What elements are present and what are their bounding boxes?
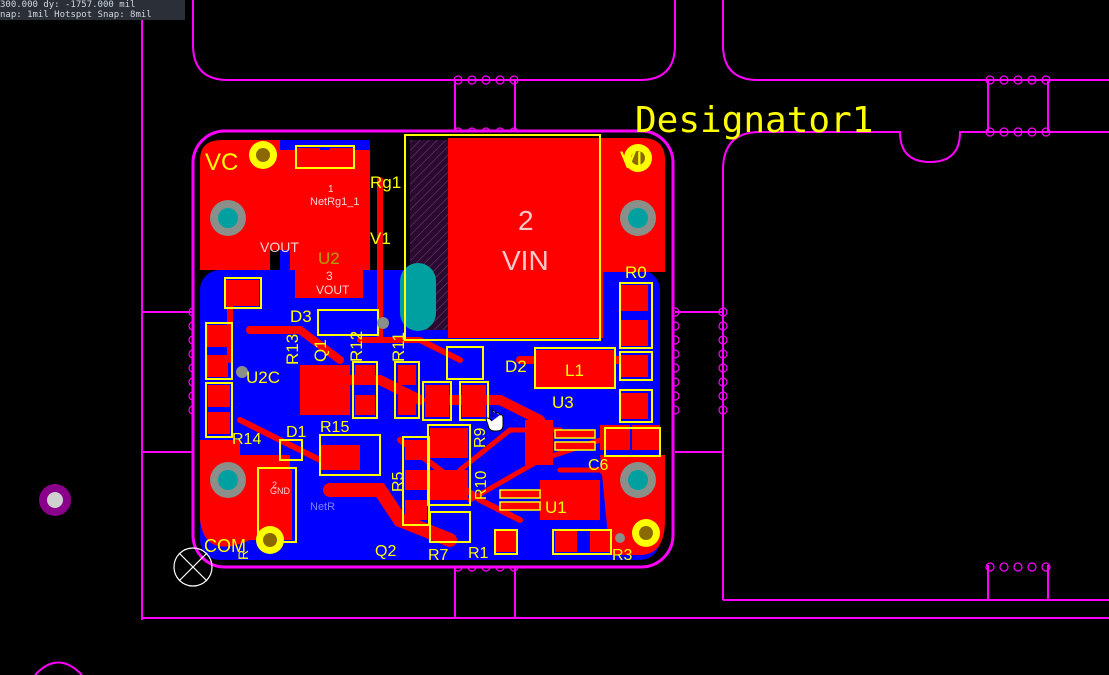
pad-u2-label: U2: [318, 249, 340, 268]
pad-net-vin: VIN: [502, 245, 549, 276]
label-r10: R10: [473, 471, 490, 500]
pad-netr: NetR: [310, 501, 335, 513]
label-r11: R11: [389, 332, 408, 362]
pad-u2-num: 3: [326, 269, 333, 283]
label-d1: D1: [286, 424, 307, 441]
label-r3: R3: [612, 547, 633, 564]
coordinate-hud: 300.000 dy: -1757.000 mil nap: 1mil Hots…: [0, 0, 185, 20]
label-com: COM: [204, 536, 246, 556]
hud-snap: nap: 1mil Hotspot Snap: 8mil: [0, 10, 152, 20]
label-r13: R13: [283, 334, 302, 365]
silkscreen-labels: Designator1 VC VI COM Rg1 V1 R0 D3 R13 Q…: [204, 100, 873, 564]
pad-netrg: NetRg1_1: [310, 196, 360, 208]
origin-marker-icon: [173, 547, 213, 587]
label-q2: Q2: [375, 543, 396, 560]
copper-pour-vin: [448, 138, 603, 338]
label-r7: R7: [428, 547, 449, 564]
label-u1: U1: [545, 498, 567, 517]
label-vc: VC: [205, 149, 238, 176]
label-r9: R9: [472, 427, 489, 448]
label-vi: VI: [620, 147, 643, 174]
label-u2c: U2C: [246, 368, 280, 387]
pad-gnd-num: 2: [272, 480, 277, 490]
hud-coordinates: 300.000 dy: -1757.000 mil: [0, 0, 136, 10]
label-l1: L1: [565, 361, 584, 380]
label-r15: R15: [320, 419, 349, 436]
label-r1: R1: [468, 545, 489, 562]
board-outline: [34, 0, 1109, 675]
pad-labels: 2 VIN VOUT 3 VOUT 1 NetRg1_1 2 GND NetR …: [260, 184, 549, 513]
label-r14: R14: [232, 431, 261, 448]
components[interactable]: [205, 134, 661, 555]
hand-cursor-icon: [485, 407, 504, 432]
label-r12: R12: [347, 331, 366, 362]
label-u3: U3: [552, 393, 574, 412]
label-v1: V1: [370, 229, 391, 248]
label-c6: C6: [588, 457, 609, 474]
designator-label: Designator1: [635, 100, 873, 141]
label-r0: R0: [625, 263, 647, 282]
mounting-holes[interactable]: [39, 141, 660, 554]
label-d2: D2: [505, 357, 527, 376]
label-r5: R5: [390, 471, 407, 492]
label-rg1: Rg1: [370, 173, 401, 192]
label-r: R: [235, 550, 251, 560]
pad-rg-num: 1: [328, 184, 334, 195]
pad-u2-net: VOUT: [316, 283, 350, 297]
pad-number-2: 2: [518, 205, 534, 236]
pad-gnd: GND: [270, 486, 291, 496]
label-d3: D3: [290, 307, 312, 326]
label-q1: Q1: [311, 339, 330, 362]
pad-net-vout: VOUT: [260, 239, 299, 255]
